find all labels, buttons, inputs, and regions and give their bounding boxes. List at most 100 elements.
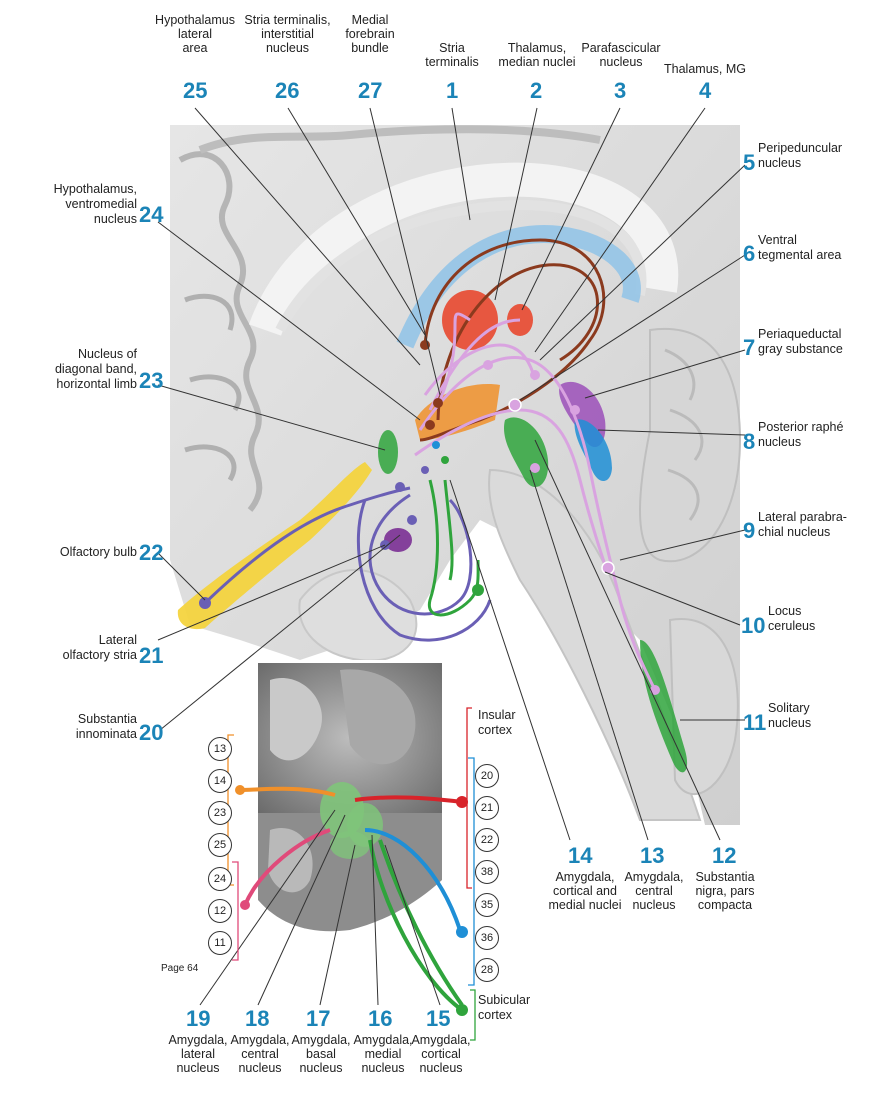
label-number-18: 18 — [245, 1006, 270, 1031]
label-number-13: 13 — [640, 843, 665, 868]
inset-circle-right: 28 — [475, 958, 499, 982]
label-line: Nucleus of — [77, 347, 137, 361]
label-line: Thalamus, MG — [664, 62, 746, 76]
label-line: Thalamus, — [507, 41, 567, 55]
label-line: horizontal limb — [56, 377, 137, 391]
label-number-10: 10 — [741, 613, 766, 638]
inset-panel — [199, 660, 468, 1016]
label-parafascicular-nucleus: Parafascicular nucleus — [576, 41, 666, 69]
label-line: Medial — [351, 13, 389, 27]
label-number-20: 20 — [139, 720, 164, 745]
label-line: cortical — [421, 1047, 461, 1061]
label-line: Hypothalamus, — [53, 182, 137, 196]
inset-subicular-cortex-label: Subicular cortex — [478, 993, 530, 1023]
label-number-4: 4 — [699, 78, 712, 103]
label-thalamus-mg: Thalamus, MG — [660, 62, 750, 76]
label-line: Hypothalamus — [155, 13, 235, 27]
label-line: Amygdala, — [230, 1033, 290, 1047]
label-line: Olfactory bulb — [59, 545, 137, 559]
label-line: Amygdala, — [555, 870, 615, 884]
label-amygdala-basal: Amygdala, basal nucleus — [283, 1033, 359, 1075]
label-number-8: 8 — [743, 429, 756, 454]
label-locus-ceruleus: Locus ceruleus — [768, 604, 815, 634]
label-peripeduncular-nucleus: Peripeduncular nucleus — [758, 141, 842, 171]
label-number-22: 22 — [139, 540, 164, 565]
label-line: central — [635, 884, 673, 898]
label-lateral-parabrachial: Lateral parabra- chial nucleus — [758, 510, 847, 540]
label-line: Amygdala, — [353, 1033, 413, 1047]
label-line: cortex — [478, 723, 513, 737]
label-line: nucleus — [758, 156, 802, 170]
label-number-14: 14 — [568, 843, 593, 868]
inset-circle-left: 23 — [208, 801, 232, 825]
label-number-19: 19 — [186, 1006, 211, 1031]
label-lateral-olfactory-stria: Lateral olfactory stria — [63, 633, 137, 663]
label-line: nucleus — [361, 1061, 405, 1075]
inset-circle-left: 14 — [208, 769, 232, 793]
label-line: Subicular — [478, 993, 531, 1007]
label-line: ventromedial — [65, 197, 137, 211]
label-line: nucleus — [419, 1061, 463, 1075]
label-line: Lateral parabra- — [758, 510, 847, 524]
inset-circle-right: 22 — [475, 828, 499, 852]
label-number-23: 23 — [139, 368, 164, 393]
label-number-3: 3 — [614, 78, 627, 103]
inset-circle-right: 35 — [475, 893, 499, 917]
label-number-26: 26 — [275, 78, 300, 103]
label-line: interstitial — [261, 27, 314, 41]
label-line: compacta — [697, 898, 753, 912]
label-line: chial nucleus — [758, 525, 831, 539]
inset-insular-cortex-label: Insular cortex — [478, 708, 516, 738]
label-line: Posterior raphé — [758, 420, 844, 434]
label-amygdala-central-bottom: Amygdala, central nucleus — [222, 1033, 298, 1075]
label-line: Peripeduncular — [758, 141, 843, 155]
inset-circle-left: 24 — [208, 867, 232, 891]
label-line: Periaqueductal — [758, 327, 842, 341]
inset-circle-right: 20 — [475, 764, 499, 788]
label-line: Substantia — [77, 712, 137, 726]
label-line: Amygdala, — [291, 1033, 351, 1047]
label-diagonal-band: Nucleus of diagonal band, horizontal lim… — [55, 347, 137, 392]
label-medial-forebrain-bundle: Medial forebrain bundle — [335, 13, 405, 55]
label-line: lateral — [177, 27, 213, 41]
label-number-7: 7 — [743, 335, 756, 360]
label-line: Ventral — [758, 233, 797, 247]
label-number-27: 27 — [358, 78, 383, 103]
label-line: bundle — [351, 41, 389, 55]
label-line: central — [241, 1047, 279, 1061]
label-line: lateral — [180, 1047, 216, 1061]
label-thalamus-median-nuclei: Thalamus, median nuclei — [492, 41, 582, 69]
label-line: Solitary — [768, 701, 810, 715]
inset-circle-left: 12 — [208, 899, 232, 923]
label-line: Stria — [439, 41, 465, 55]
label-amygdala-cortical-medial: Amygdala, cortical and medial nuclei — [540, 870, 630, 912]
inset-circle-right: 21 — [475, 796, 499, 820]
label-line: Amygdala, — [168, 1033, 228, 1047]
label-line: nucleus — [758, 435, 802, 449]
label-stria-terminalis: Stria terminalis — [418, 41, 486, 69]
label-line: Locus — [768, 604, 802, 618]
label-line: nucleus — [599, 55, 643, 69]
label-line: nucleus — [265, 41, 310, 55]
label-line: forebrain — [345, 27, 395, 41]
label-number-11: 11 — [743, 710, 767, 735]
leader-lines — [157, 107, 746, 841]
label-amygdala-lateral: Amygdala, lateral nucleus — [160, 1033, 236, 1075]
label-line: innominata — [75, 727, 137, 741]
label-line: nucleus — [299, 1061, 343, 1075]
pathway-nodes — [199, 340, 660, 695]
label-line: cortical and — [553, 884, 617, 898]
label-line: gray substance — [758, 342, 843, 356]
label-posterior-raphe-nucleus: Posterior raphé nucleus — [758, 420, 843, 450]
inset-circle-left: 25 — [208, 833, 232, 857]
label-line: nucleus — [238, 1061, 282, 1075]
inset-circle-left: 13 — [208, 737, 232, 761]
label-number-6: 6 — [743, 241, 756, 266]
label-substantia-nigra: Substantia nigra, pars compacta — [685, 870, 765, 912]
label-number-24: 24 — [139, 202, 164, 227]
label-line: Stria terminalis, — [244, 13, 331, 27]
label-number-9: 9 — [743, 518, 756, 543]
label-number-12: 12 — [712, 843, 737, 868]
label-line: medial nuclei — [548, 898, 622, 912]
